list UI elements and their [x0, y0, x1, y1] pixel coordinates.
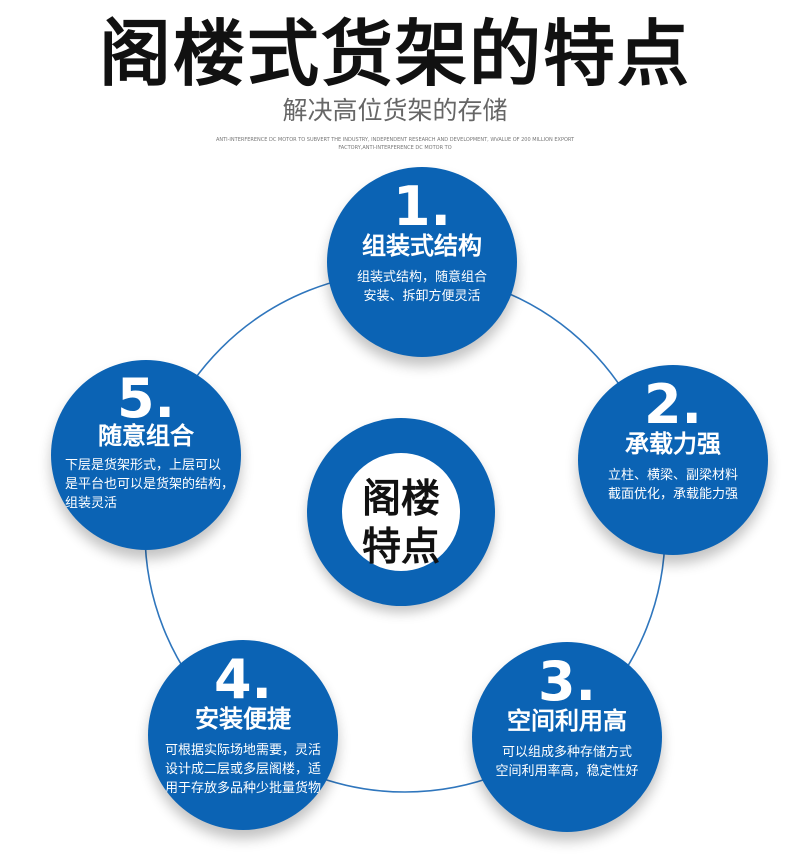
feature-description-line: 立柱、横梁、副梁材料 [607, 468, 738, 483]
feature-title: 安装便捷 [195, 705, 291, 733]
feature-description-line: 组装式结构，随意组合 [356, 270, 487, 285]
feature-description-line: 截面优化，承载能力强 [607, 487, 738, 502]
center-label: 阁楼 特点 [342, 476, 460, 572]
feature-number: 1. [392, 175, 452, 238]
feature-description-line: 设计成二层或多层阁楼，适 [164, 762, 321, 777]
feature-description-line: 用于存放多品种少批量货物 [164, 781, 321, 796]
center-feature-badge: 阁楼 特点 [307, 418, 495, 606]
feature-description-line: 组装灵活 [65, 496, 118, 511]
feature-circle-load-capacity: 2. 承载力强 立柱、横梁、副梁材料 截面优化，承载能力强 [578, 365, 768, 555]
feature-circle-easy-installation: 4. 安装便捷 可根据实际场地需要，灵活 设计成二层或多层阁楼，适 用于存放多品… [148, 640, 338, 830]
feature-description: 可以组成多种存储方式 空间利用率高，稳定性好 [484, 743, 650, 781]
feature-circle-space-utilization: 3. 空间利用高 可以组成多种存储方式 空间利用率高，稳定性好 [472, 642, 662, 832]
feature-description-line: 是平台也可以是货架的结构， [65, 477, 235, 492]
feature-title: 随意组合 [98, 422, 194, 450]
feature-description-line: 可以组成多种存储方式 [501, 745, 632, 760]
feature-number: 2. [643, 373, 703, 436]
feature-description-line: 安装、拆卸方便灵活 [363, 289, 481, 304]
feature-title: 组装式结构 [362, 232, 482, 260]
page-title: 阁楼式货架的特点 [98, 12, 691, 96]
tagline-line: ANTI-INTERFERENCE DC MOTOR TO SUBVERT TH… [215, 137, 575, 143]
feature-number: 3. [537, 650, 597, 713]
feature-number: 4. [213, 648, 273, 711]
center-white-circle: 阁楼 特点 [342, 453, 460, 571]
feature-description-line: 空间利用率高，稳定性好 [495, 764, 639, 779]
feature-circle-assembly-structure: 1. 组装式结构 组装式结构，随意组合 安装、拆卸方便灵活 [327, 167, 517, 357]
feature-description: 立柱、横梁、副梁材料 截面优化，承载能力强 [589, 466, 757, 504]
page-subtitle: 解决高位货架的存储 [282, 96, 508, 125]
feature-description-line: 可根据实际场地需要，灵活 [164, 743, 321, 758]
feature-title: 空间利用高 [507, 707, 627, 735]
center-label-line: 阁楼 [361, 477, 440, 522]
feature-description: 可根据实际场地需要，灵活 设计成二层或多层阁楼，适 用于存放多品种少批量货物 [156, 741, 330, 798]
feature-description: 下层是货架形式，上层可以 是平台也可以是货架的结构， 组装灵活 [65, 456, 235, 513]
feature-number: 5. [116, 367, 176, 430]
feature-circle-flexible-combination: 5. 随意组合 下层是货架形式，上层可以 是平台也可以是货架的结构， 组装灵活 [51, 360, 241, 550]
center-label-line: 特点 [361, 525, 440, 570]
feature-description: 组装式结构，随意组合 安装、拆卸方便灵活 [340, 268, 504, 306]
english-tagline: ANTI-INTERFERENCE DC MOTOR TO SUBVERT TH… [180, 136, 610, 152]
feature-title: 承载力强 [625, 430, 721, 458]
tagline-line: FACTORY,ANTI-INTERFERENCE DC MOTOR TO [338, 145, 452, 151]
feature-description-line: 下层是货架形式，上层可以 [65, 458, 222, 473]
